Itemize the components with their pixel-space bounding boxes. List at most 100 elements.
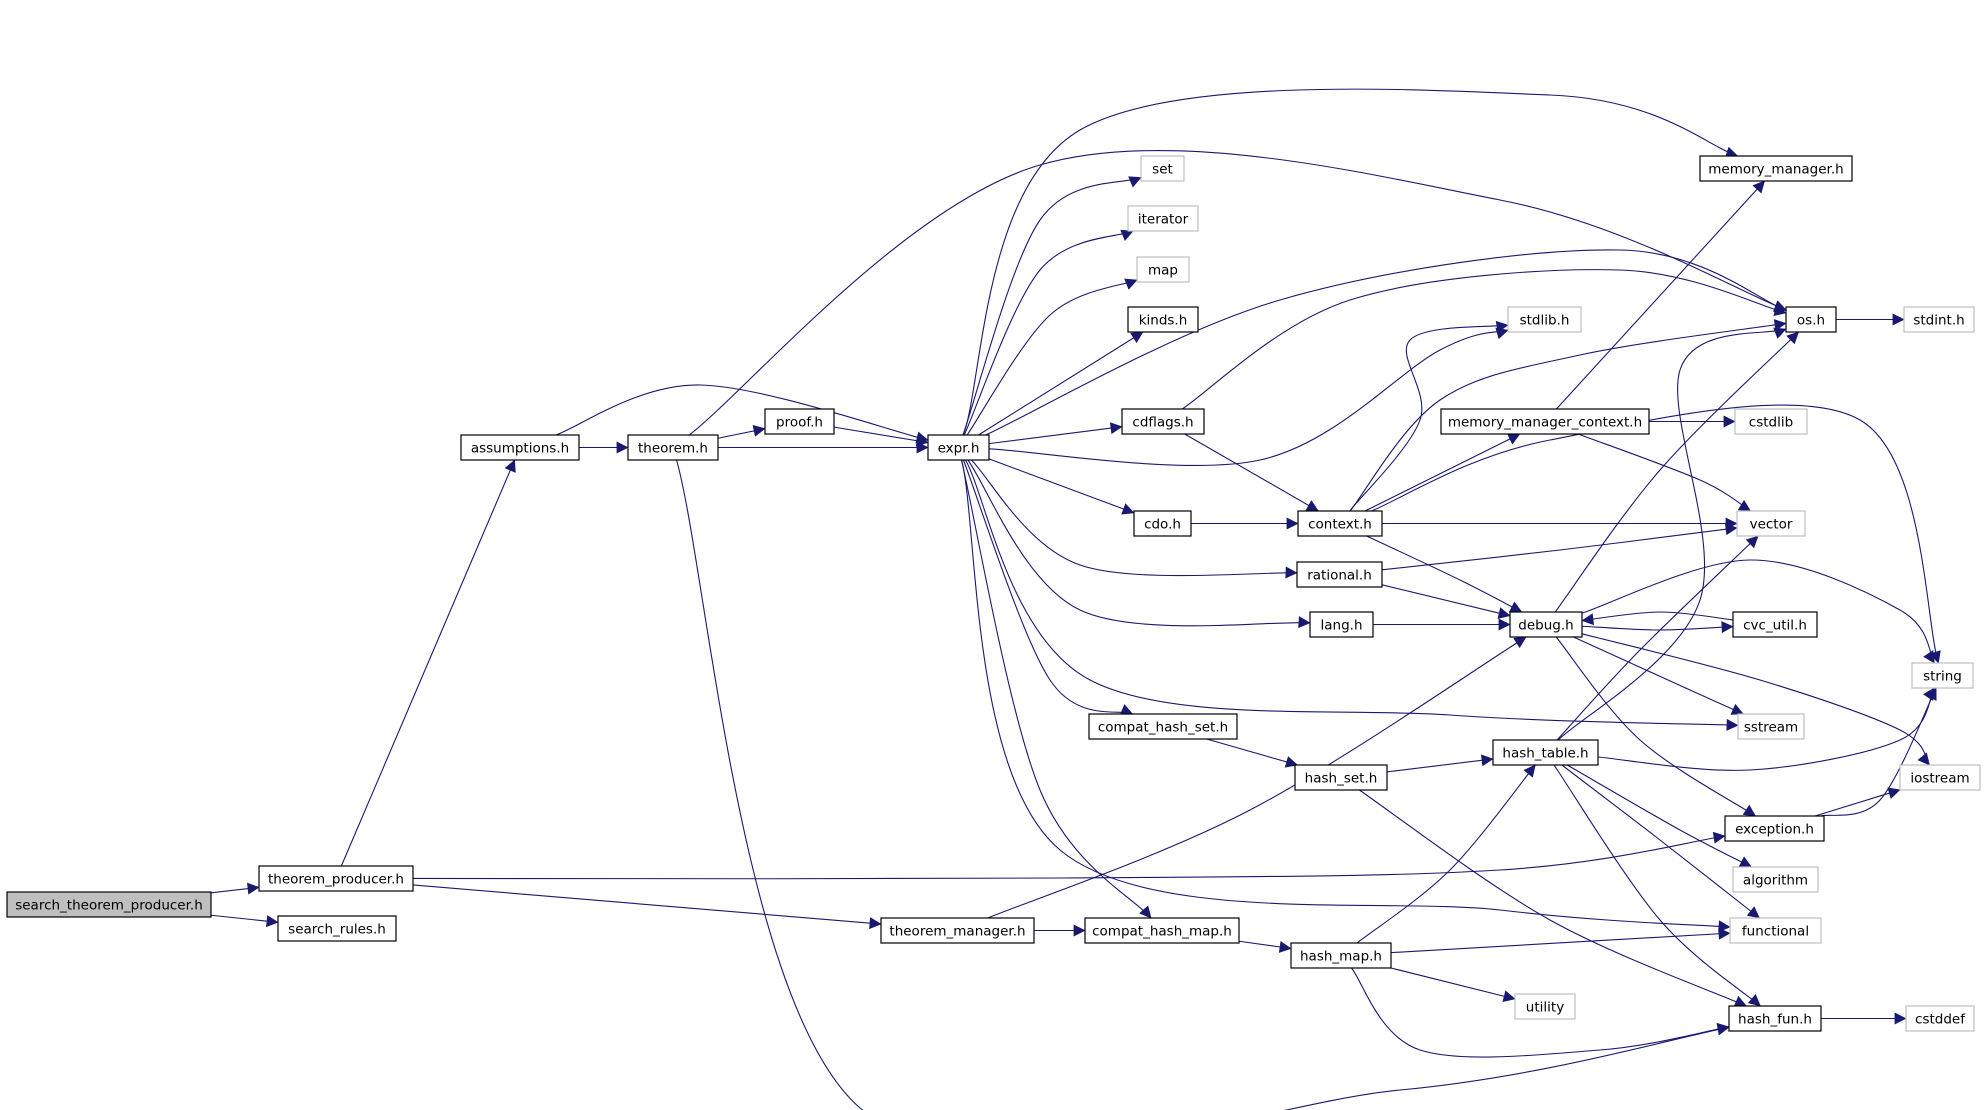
node-box — [1699, 155, 1853, 182]
node-rational[interactable]: rational.h — [1296, 561, 1383, 588]
node-cvc-util[interactable]: cvc_util.h — [1732, 611, 1818, 638]
node-compat-hash-set[interactable]: compat_hash_set.h — [1088, 713, 1238, 740]
node-memory-manager[interactable]: memory_manager.h — [1699, 155, 1853, 182]
node-theorem-manager[interactable]: theorem_manager.h — [880, 917, 1035, 944]
node-box — [1127, 306, 1199, 333]
edge-expr-to-compat-hash-set — [962, 459, 1134, 716]
node-debug[interactable]: debug.h — [1509, 611, 1583, 638]
node-cstddef: cstddef — [1905, 1005, 1975, 1032]
node-context[interactable]: context.h — [1297, 510, 1383, 537]
edge-hash-table-to-functional — [1561, 764, 1760, 919]
node-search-theorem-producer[interactable]: search_theorem_producer.h — [6, 891, 212, 918]
node-assumptions[interactable]: assumptions.h — [460, 434, 580, 461]
node-box — [627, 434, 719, 461]
node-label: theorem.h — [638, 441, 708, 457]
node-box — [1724, 815, 1825, 842]
node-algorithm: algorithm — [1732, 866, 1819, 893]
edge-debug-to-exception — [1555, 636, 1757, 817]
edge-expr-to-rational — [971, 459, 1298, 579]
node-label: cstdlib — [1749, 415, 1793, 431]
node-cdflags[interactable]: cdflags.h — [1121, 408, 1205, 435]
edge-debug-to-cvc-util — [1581, 621, 1734, 634]
node-hash-fun[interactable]: hash_fun.h — [1728, 1005, 1822, 1032]
node-functional: functional — [1729, 917, 1822, 944]
node-box — [1732, 866, 1819, 893]
edges-layer — [210, 88, 1941, 1110]
node-box — [1492, 739, 1599, 766]
edge-compat-hash-map-to-hash-map — [1238, 940, 1292, 953]
edge-proof-to-expr — [833, 426, 929, 447]
edge-cvc-util-to-debug — [1581, 611, 1734, 626]
node-label: proof.h — [776, 415, 823, 431]
node-search-rules[interactable]: search_rules.h — [277, 915, 397, 942]
node-label: utility — [1526, 1000, 1564, 1016]
node-exception[interactable]: exception.h — [1724, 815, 1825, 842]
node-box — [1899, 764, 1981, 791]
edge-search-theorem-producer-to-search-rules — [210, 914, 279, 928]
node-memory-manager-context[interactable]: memory_manager_context.h — [1440, 408, 1650, 435]
node-theorem-producer[interactable]: theorem_producer.h — [258, 865, 414, 892]
edge-theorem-to-proof — [717, 425, 766, 439]
node-cdo[interactable]: cdo.h — [1133, 510, 1192, 537]
node-proof[interactable]: proof.h — [764, 408, 835, 435]
node-box — [1088, 713, 1238, 740]
node-box — [1734, 408, 1808, 435]
node-hash-map[interactable]: hash_map.h — [1290, 942, 1392, 969]
node-box — [1294, 764, 1388, 791]
node-set: set — [1140, 155, 1185, 182]
edge-expr-to-memory-manager — [962, 88, 1739, 436]
node-stdlib: stdlib.h — [1507, 306, 1582, 333]
edge-memory-manager-context-to-memory-manager — [1556, 180, 1765, 410]
node-label: hash_set.h — [1305, 771, 1378, 787]
nodes-layer: search_theorem_producer.h theorem_produce… — [6, 155, 1981, 1032]
edge-theorem-manager-to-debug — [987, 636, 1527, 919]
node-kinds[interactable]: kinds.h — [1127, 306, 1199, 333]
edge-hash-set-to-hash-fun — [1359, 789, 1747, 1007]
edge-context-to-debug — [1366, 535, 1523, 613]
node-lang[interactable]: lang.h — [1309, 611, 1374, 638]
edge-theorem-producer-to-exception — [412, 831, 1726, 880]
edge-hash-map-to-utility — [1390, 967, 1516, 1003]
node-hash-table[interactable]: hash_table.h — [1492, 739, 1599, 766]
node-box — [1440, 408, 1650, 435]
node-box — [1911, 662, 1974, 689]
node-os[interactable]: os.h — [1785, 306, 1837, 333]
edge-theorem-producer-to-theorem-manager — [412, 884, 882, 930]
node-cstdlib: cstdlib — [1734, 408, 1808, 435]
node-label: stdlib.h — [1520, 313, 1570, 329]
node-label: vector — [1750, 517, 1793, 533]
node-label: search_rules.h — [288, 922, 386, 938]
node-map: map — [1136, 256, 1190, 283]
node-theorem[interactable]: theorem.h — [627, 434, 719, 461]
node-label: expr.h — [938, 441, 980, 457]
node-label: hash_fun.h — [1738, 1012, 1812, 1028]
node-label: string — [1923, 669, 1962, 685]
node-box — [880, 917, 1035, 944]
edge-hash-map-to-hash-table — [1356, 764, 1536, 944]
node-box — [1140, 155, 1185, 182]
node-label: hash_map.h — [1300, 949, 1382, 965]
node-label: memory_manager_context.h — [1448, 415, 1642, 431]
node-hash-set[interactable]: hash_set.h — [1294, 764, 1388, 791]
edge-expr-to-map — [966, 278, 1138, 436]
edge-context-to-os — [1349, 319, 1787, 512]
edge-hash-table-to-algorithm — [1566, 764, 1752, 868]
edge-cdflags-to-os — [1181, 269, 1787, 410]
edge-expr-to-sstream — [965, 459, 1739, 731]
node-box — [1509, 611, 1583, 638]
node-box — [1084, 917, 1240, 944]
node-expr[interactable]: expr.h — [927, 434, 990, 461]
node-box — [6, 891, 212, 918]
node-label: functional — [1742, 924, 1809, 940]
node-box — [1732, 611, 1818, 638]
node-box — [1729, 917, 1822, 944]
node-compat-hash-map[interactable]: compat_hash_map.h — [1084, 917, 1240, 944]
edge-expr-to-compat-hash-map — [960, 459, 1152, 919]
edge-hash-map-to-functional — [1390, 927, 1731, 954]
edge-theorem-to-os — [688, 149, 1787, 436]
edge-expr-to-cdflags — [988, 422, 1123, 445]
node-label: theorem_producer.h — [268, 872, 404, 888]
node-box — [277, 915, 397, 942]
node-label: assumptions.h — [471, 441, 569, 457]
